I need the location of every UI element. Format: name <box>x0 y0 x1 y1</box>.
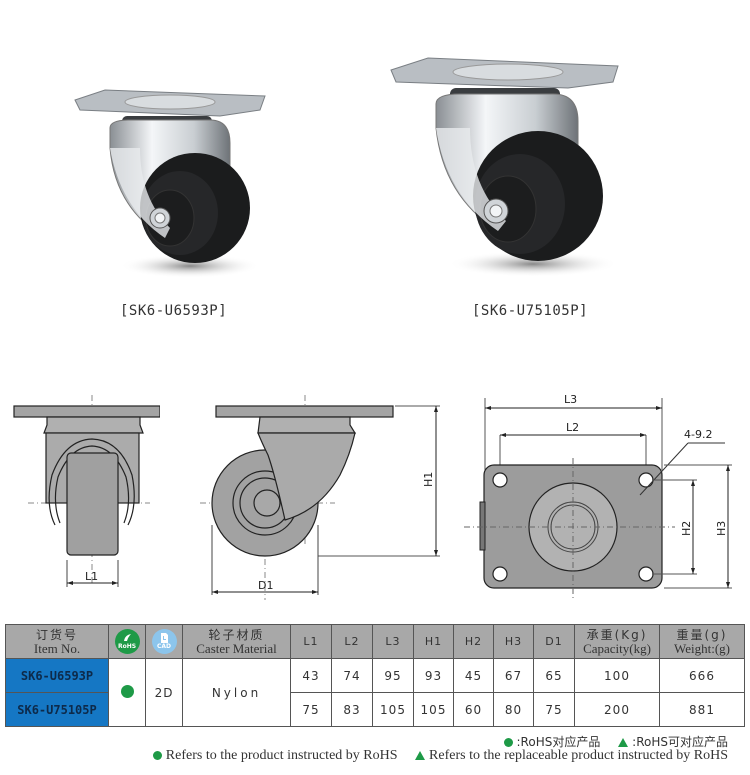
header-l2: L2 <box>331 624 373 659</box>
h1-cell: 105 <box>413 692 454 727</box>
header-h3: H3 <box>493 624 534 659</box>
cad-cell: 2D <box>145 658 183 727</box>
top-view-drawing: L3 L2 4-9.2 H2 H3 <box>460 390 750 610</box>
rohs-triangle-icon <box>618 738 629 747</box>
header-cad: CAD <box>145 624 183 659</box>
legend-english: Refers to the product instructed by RoHS… <box>152 748 728 764</box>
header-h2: H2 <box>453 624 494 659</box>
header-capacity: 承重(Kg) Capacity(kg) <box>574 624 660 659</box>
capacity-cell: 200 <box>574 692 660 727</box>
l2-cell: 83 <box>331 692 373 727</box>
header-rohs: RoHS <box>108 624 146 659</box>
cad-file-icon: CAD <box>151 629 177 654</box>
product-photo-sk6-u6593p <box>70 88 270 278</box>
product-caption-1: [SK6-U6593P] <box>120 303 228 319</box>
capacity-cell: 100 <box>574 658 660 693</box>
product-photo-sk6-u75105p <box>388 56 623 278</box>
l1-cell: 75 <box>290 692 332 727</box>
l3-cell: 105 <box>372 692 414 727</box>
h3-cell: 67 <box>493 658 534 693</box>
weight-cell: 666 <box>659 658 745 693</box>
rohs-triangle-icon <box>415 751 426 761</box>
h1-dimension-label: H1 <box>422 472 435 487</box>
rohs-dot-icon <box>152 751 162 761</box>
rohs-icon: RoHS <box>114 629 140 654</box>
h3-cell: 80 <box>493 692 534 727</box>
side-view-drawing: H1 D1 <box>200 395 450 605</box>
front-view-drawing: L1 <box>0 395 161 605</box>
caster-photo-icon <box>390 57 619 277</box>
h2-cell: 60 <box>453 692 494 727</box>
header-d1: D1 <box>533 624 575 659</box>
header-l1: L1 <box>290 624 332 659</box>
item-no-cell: SK6-U75105P <box>5 692 109 727</box>
d1-cell: 65 <box>533 658 575 693</box>
d1-cell: 75 <box>533 692 575 727</box>
product-caption-2: [SK6-U75105P] <box>472 303 589 319</box>
h2-dimension-label: H2 <box>680 521 693 536</box>
table-row: SK6-U75105P 75 83 105 105 60 80 75 200 8… <box>5 692 745 727</box>
header-h1: H1 <box>413 624 454 659</box>
header-weight: 重量(g) Weight:(g) <box>659 624 745 659</box>
spec-table: 订货号 Item No. RoHS CAD 轮子材质 Caster Materi… <box>5 624 745 727</box>
h3-dimension-label: H3 <box>715 521 728 536</box>
l1-dimension-label: L1 <box>85 570 98 583</box>
rohs-compliant-dot-icon <box>120 684 134 698</box>
l1-cell: 43 <box>290 658 332 693</box>
legend-chinese: :RoHS对应产品 :RoHS可对应产品 <box>503 733 728 750</box>
table-header-row: 订货号 Item No. RoHS CAD 轮子材质 Caster Materi… <box>5 624 745 659</box>
weight-cell: 881 <box>659 692 745 727</box>
d1-dimension-label: D1 <box>258 579 273 592</box>
rohs-dot-icon <box>503 738 513 747</box>
rohs-cell <box>108 658 146 727</box>
l2-cell: 74 <box>331 658 373 693</box>
l2-dimension-label: L2 <box>566 421 579 434</box>
item-no-cell: SK6-U6593P <box>5 658 109 693</box>
hole-dimension-label: 4-9.2 <box>684 428 712 441</box>
material-cell: Nylon <box>182 658 291 727</box>
header-material: 轮子材质 Caster Material <box>182 624 291 659</box>
header-item-no: 订货号 Item No. <box>5 624 109 659</box>
l3-dimension-label: L3 <box>564 393 577 406</box>
h2-cell: 45 <box>453 658 494 693</box>
h1-cell: 93 <box>413 658 454 693</box>
header-l3: L3 <box>372 624 414 659</box>
l3-cell: 95 <box>372 658 414 693</box>
table-row: SK6-U6593P 2D Nylon 43 74 95 93 45 67 65… <box>5 658 745 727</box>
caster-photo-icon <box>74 89 266 278</box>
